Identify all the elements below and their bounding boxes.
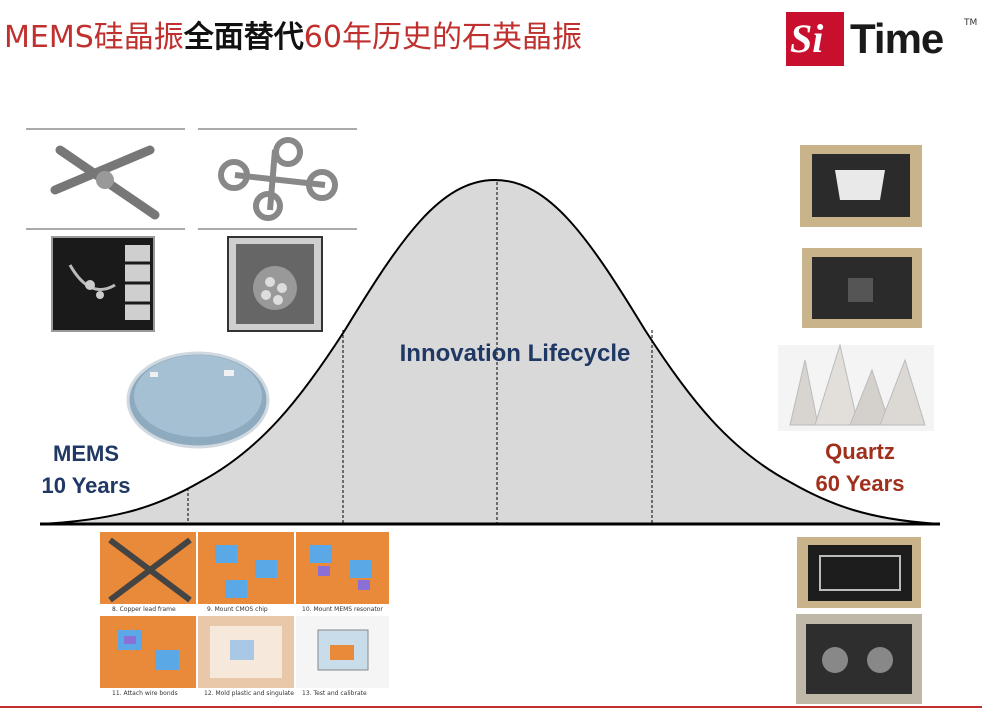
title-part-quartz: 60年历史的石英晶振 <box>303 20 582 55</box>
process-caption-3: 10. Mount MEMS resonator <box>302 606 383 613</box>
quartz-package-photo-4 <box>796 614 922 704</box>
title-part-replace: 全面替代 <box>183 20 304 55</box>
quartz-package-photo-2 <box>802 248 922 328</box>
process-caption-5: 12. Mold plastic and singulate <box>204 690 294 697</box>
innovation-lifecycle-label: Innovation Lifecycle <box>399 340 631 367</box>
mems-resonator-drawing-2 <box>198 128 357 230</box>
process-caption-1: 8. Copper lead frame <box>112 606 176 613</box>
process-image-2 <box>198 532 294 604</box>
process-image-6 <box>296 616 389 688</box>
quartz-label-line2: 60 Years <box>815 471 905 496</box>
logo-red-box: Si <box>786 12 844 66</box>
quartz-package-photo-1 <box>800 145 922 227</box>
mems-label: MEMS 10 Years <box>30 438 142 502</box>
process-image-4 <box>100 616 196 688</box>
logo-trademark: TM <box>964 18 978 28</box>
process-caption-4: 11. Attach wire bonds <box>112 690 178 697</box>
title-part-mems: MEMS硅晶振 <box>4 20 184 55</box>
process-caption-2: 9. Mount CMOS chip <box>207 606 268 613</box>
mems-chip-1 <box>51 236 155 332</box>
quartz-package-photo-3 <box>797 537 921 608</box>
process-image-1 <box>100 532 196 604</box>
quartz-crystal-photo <box>778 343 934 431</box>
sitime-logo: Si Time TM <box>786 12 978 66</box>
wafer-image <box>126 351 270 449</box>
logo-time-text: Time <box>850 15 944 62</box>
quartz-label: Quartz 60 Years <box>800 436 920 500</box>
mems-label-line2: 10 Years <box>41 473 131 498</box>
slide-title: MEMS硅晶振全面替代60年历史的石英晶振 <box>4 18 582 58</box>
mems-label-line1: MEMS <box>53 441 119 466</box>
mems-resonator-drawing-1 <box>26 128 185 230</box>
process-image-5 <box>198 616 294 688</box>
process-image-3 <box>296 532 389 604</box>
bottom-accent-line <box>0 706 982 708</box>
process-caption-6: 13. Test and calibrate <box>302 690 367 697</box>
curve-fill <box>39 178 941 525</box>
quartz-label-line1: Quartz <box>825 439 895 464</box>
logo-si-text: Si <box>790 16 824 61</box>
mems-chip-2 <box>227 236 323 332</box>
